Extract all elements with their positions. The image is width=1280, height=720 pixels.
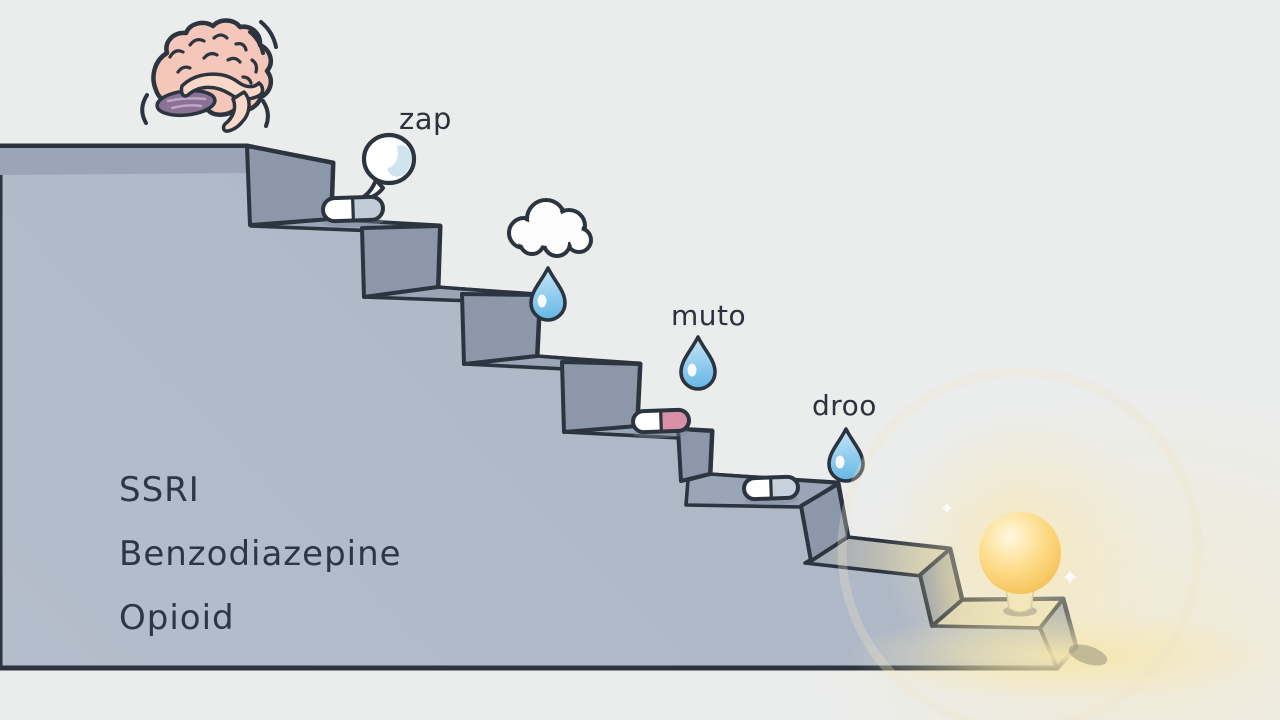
capsule-icon-1 — [321, 194, 385, 228]
riser-face-6 — [799, 482, 850, 563]
brain-fold-squiggles — [168, 33, 259, 85]
riser-face-4 — [560, 360, 642, 434]
annotation-zap: zap — [399, 102, 452, 136]
water-drop-icon-1 — [529, 266, 567, 322]
speech-bubble-icon — [358, 132, 417, 202]
medication-labels: SSRI Benzodiazepine Opioid — [119, 470, 402, 662]
annotation-muto: muto — [671, 299, 747, 332]
medication-label-benzodiazepine: Benzodiazepine — [119, 534, 402, 574]
medication-label-opioid: Opioid — [119, 598, 235, 638]
motion-arc-lines — [140, 20, 278, 128]
riser-face-2 — [360, 224, 442, 299]
capsule-icon-3 — [742, 474, 800, 506]
riser-face-3 — [460, 292, 542, 366]
riser-face-5 — [676, 427, 714, 483]
lightbulb-icon — [979, 512, 1108, 666]
water-drop-icon-2 — [679, 335, 717, 391]
riser-face-1 — [245, 144, 335, 227]
annotation-droo: droo — [812, 389, 877, 422]
brain-icon — [140, 18, 278, 133]
medication-label-ssri: SSRI — [119, 470, 200, 510]
capsule-icon-2 — [631, 407, 691, 439]
cloud-icon — [507, 198, 593, 258]
